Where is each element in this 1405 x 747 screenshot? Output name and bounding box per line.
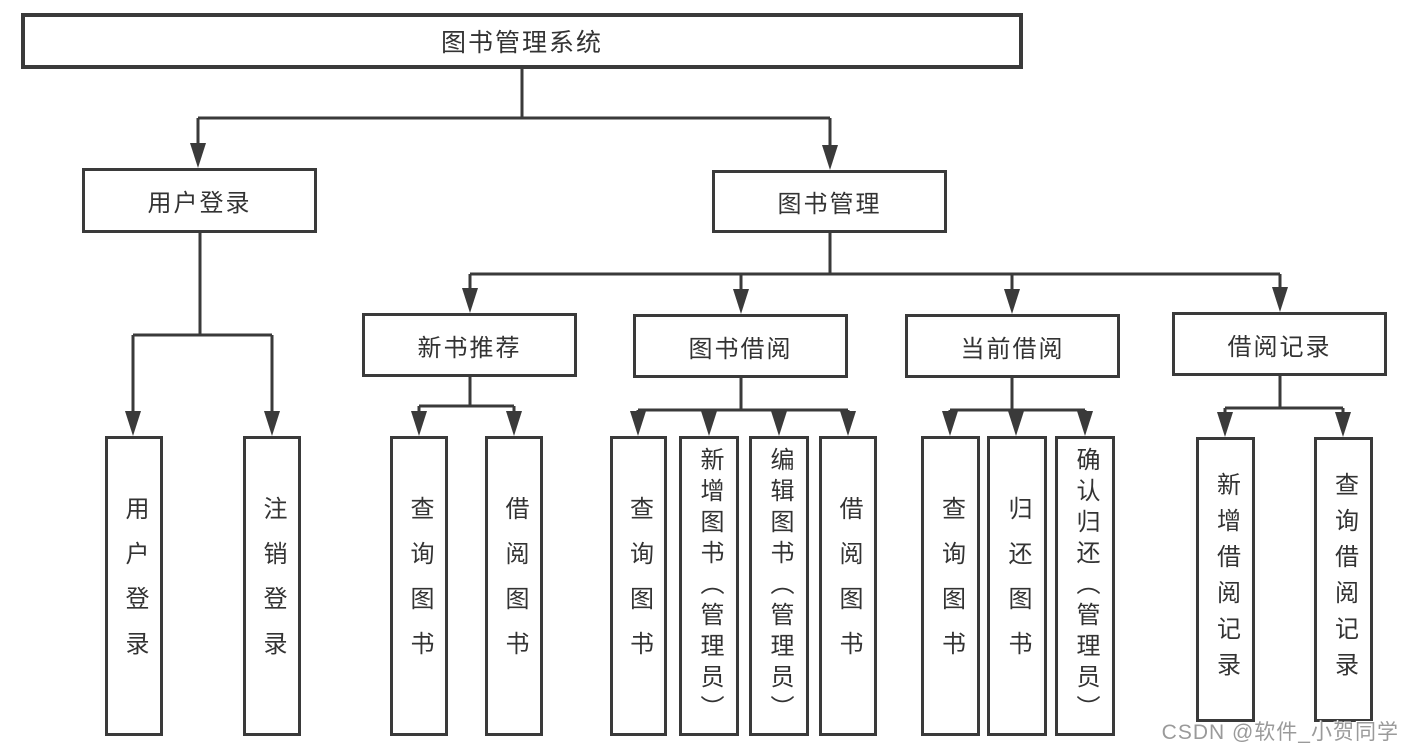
leaf-edit-book-admin-label: 编辑图书（管理员） (766, 446, 793, 726)
leaf-add-borrow-record: 新增借阅记录 (1196, 437, 1255, 722)
leaf-return-book-label: 归还图书 (1004, 496, 1031, 676)
csdn-watermark: CSDN @软件_小贺同学 (1161, 721, 1399, 744)
leaf-borrow-query-book-label: 查询图书 (625, 496, 653, 676)
leaf-query-borrow-record-label: 查询借阅记录 (1330, 471, 1358, 688)
node-new-book-recommend: 新书推荐 (362, 313, 577, 377)
leaf-return-book: 归还图书 (987, 436, 1047, 736)
leaf-logout: 注销登录 (243, 436, 301, 736)
leaf-user-login: 用户登录 (105, 436, 163, 736)
leaf-newbook-query-book-label: 查询图书 (406, 496, 433, 676)
leaf-confirm-return-admin-label: 确认归还（管理员） (1072, 446, 1099, 726)
leaf-edit-book-admin: 编辑图书（管理员） (749, 436, 809, 736)
leaf-newbook-borrow-book: 借阅图书 (485, 436, 543, 736)
leaf-current-query-book-label: 查询图书 (937, 496, 965, 676)
node-book-management: 图书管理 (712, 170, 947, 233)
leaf-add-book-admin-label: 新增图书（管理员） (696, 446, 723, 726)
leaf-logout-label: 注销登录 (259, 496, 286, 676)
leaf-confirm-return-admin: 确认归还（管理员） (1055, 436, 1115, 736)
leaf-newbook-borrow-book-label: 借阅图书 (501, 496, 528, 676)
node-user-login: 用户登录 (82, 168, 317, 233)
leaf-user-login-label: 用户登录 (121, 496, 148, 676)
arrowheads (125, 143, 1351, 437)
leaf-add-borrow-record-label: 新增借阅记录 (1212, 471, 1240, 688)
node-book-borrow: 图书借阅 (633, 314, 848, 378)
node-borrow-record: 借阅记录 (1172, 312, 1387, 376)
leaf-add-book-admin: 新增图书（管理员） (679, 436, 739, 736)
leaf-current-query-book: 查询图书 (921, 436, 980, 736)
node-current-borrow: 当前借阅 (905, 314, 1120, 378)
leaf-borrow-book-label: 借阅图书 (835, 496, 862, 676)
leaf-borrow-book: 借阅图书 (819, 436, 877, 736)
leaf-query-borrow-record: 查询借阅记录 (1314, 437, 1373, 722)
leaf-borrow-query-book: 查询图书 (610, 436, 667, 736)
node-root-system: 图书管理系统 (21, 13, 1023, 69)
leaf-newbook-query-book: 查询图书 (390, 436, 448, 736)
